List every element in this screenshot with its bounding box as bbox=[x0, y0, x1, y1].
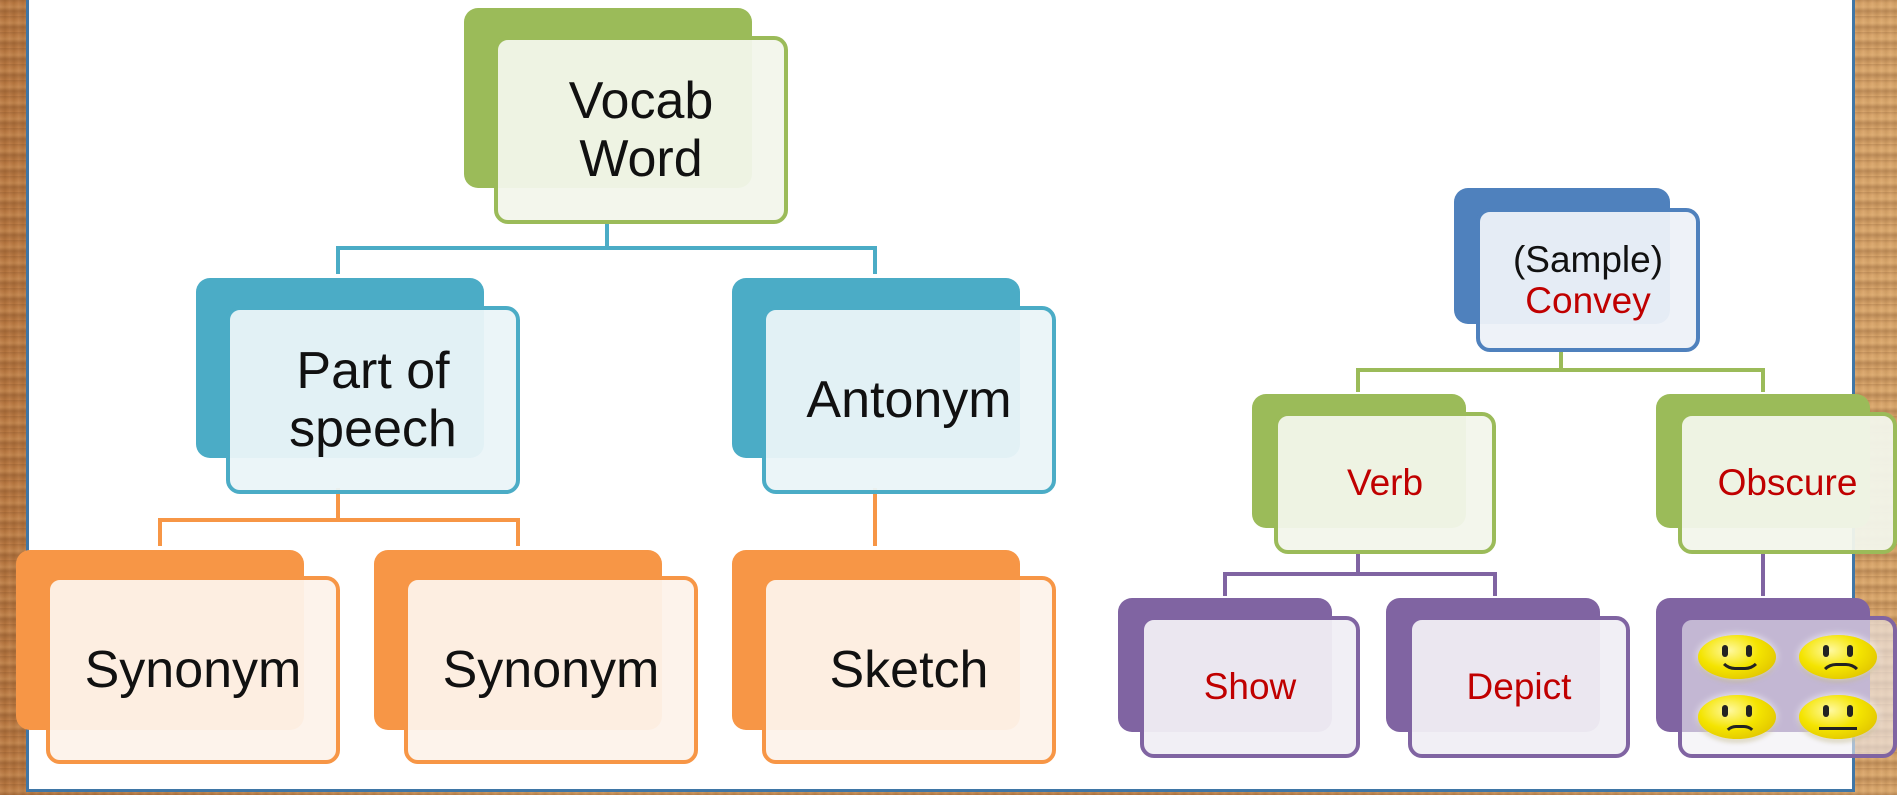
node-label-sample: (Sample) bbox=[1512, 238, 1664, 280]
node-label: Sketch bbox=[829, 640, 989, 699]
node-label: Obscure bbox=[1717, 462, 1858, 504]
smiley-sad-icon bbox=[1797, 630, 1880, 684]
node-label: Synonym bbox=[84, 640, 302, 699]
smiley-happy-icon bbox=[1696, 630, 1779, 684]
connector-root-to-antonym bbox=[607, 246, 877, 274]
node-verb: Verb bbox=[1252, 394, 1496, 554]
node-front: Obscure bbox=[1678, 412, 1897, 554]
node-label: Part of speech bbox=[289, 341, 457, 458]
node-front: Part of speech bbox=[226, 306, 520, 494]
node-front: (Sample) Convey bbox=[1476, 208, 1700, 352]
node-label: Show bbox=[1203, 666, 1297, 708]
node-synonym-1: Synonym bbox=[16, 550, 340, 764]
smiley-worried-icon bbox=[1696, 690, 1779, 744]
node-label-convey: Convey bbox=[1525, 280, 1651, 321]
node-label: Synonym bbox=[442, 640, 660, 699]
node-show: Show bbox=[1118, 598, 1360, 760]
node-label: Vocab Word bbox=[568, 71, 714, 188]
node-front: Show bbox=[1140, 616, 1360, 758]
connector-pos-to-synonym2 bbox=[338, 518, 520, 546]
node-front: Vocab Word bbox=[494, 36, 788, 224]
node-label: Depict bbox=[1466, 666, 1572, 708]
node-obscure: Obscure bbox=[1656, 394, 1897, 554]
node-front: Antonym bbox=[762, 306, 1056, 494]
node-sketch: Sketch bbox=[732, 550, 1056, 764]
connector-pos-to-synonyms bbox=[158, 488, 340, 546]
node-label: Verb bbox=[1346, 462, 1424, 504]
node-synonym-2: Synonym bbox=[374, 550, 698, 764]
node-smiley-image bbox=[1656, 598, 1897, 760]
connector-verb-to-depict bbox=[1358, 572, 1497, 596]
node-label: Antonym bbox=[806, 370, 1012, 429]
smiley-faces-image bbox=[1682, 620, 1893, 754]
connector-root-to-level2 bbox=[336, 220, 609, 274]
connector-sample-to-verb bbox=[1356, 350, 1563, 392]
node-antonym: Antonym bbox=[732, 278, 1056, 494]
node-front bbox=[1678, 616, 1897, 758]
node-front: Synonym bbox=[404, 576, 698, 764]
node-sample-convey: (Sample) Convey bbox=[1454, 188, 1700, 352]
connector-sample-to-obscure bbox=[1561, 368, 1765, 392]
node-vocab-word: Vocab Word bbox=[464, 8, 788, 224]
node-front: Verb bbox=[1274, 412, 1496, 554]
smiley-neutral-icon bbox=[1797, 690, 1880, 744]
node-front: Depict bbox=[1408, 616, 1630, 758]
connector-verb-to-children bbox=[1223, 552, 1360, 596]
node-front: Sketch bbox=[762, 576, 1056, 764]
node-depict: Depict bbox=[1386, 598, 1630, 760]
node-front: Synonym bbox=[46, 576, 340, 764]
node-part-of-speech: Part of speech bbox=[196, 278, 520, 494]
